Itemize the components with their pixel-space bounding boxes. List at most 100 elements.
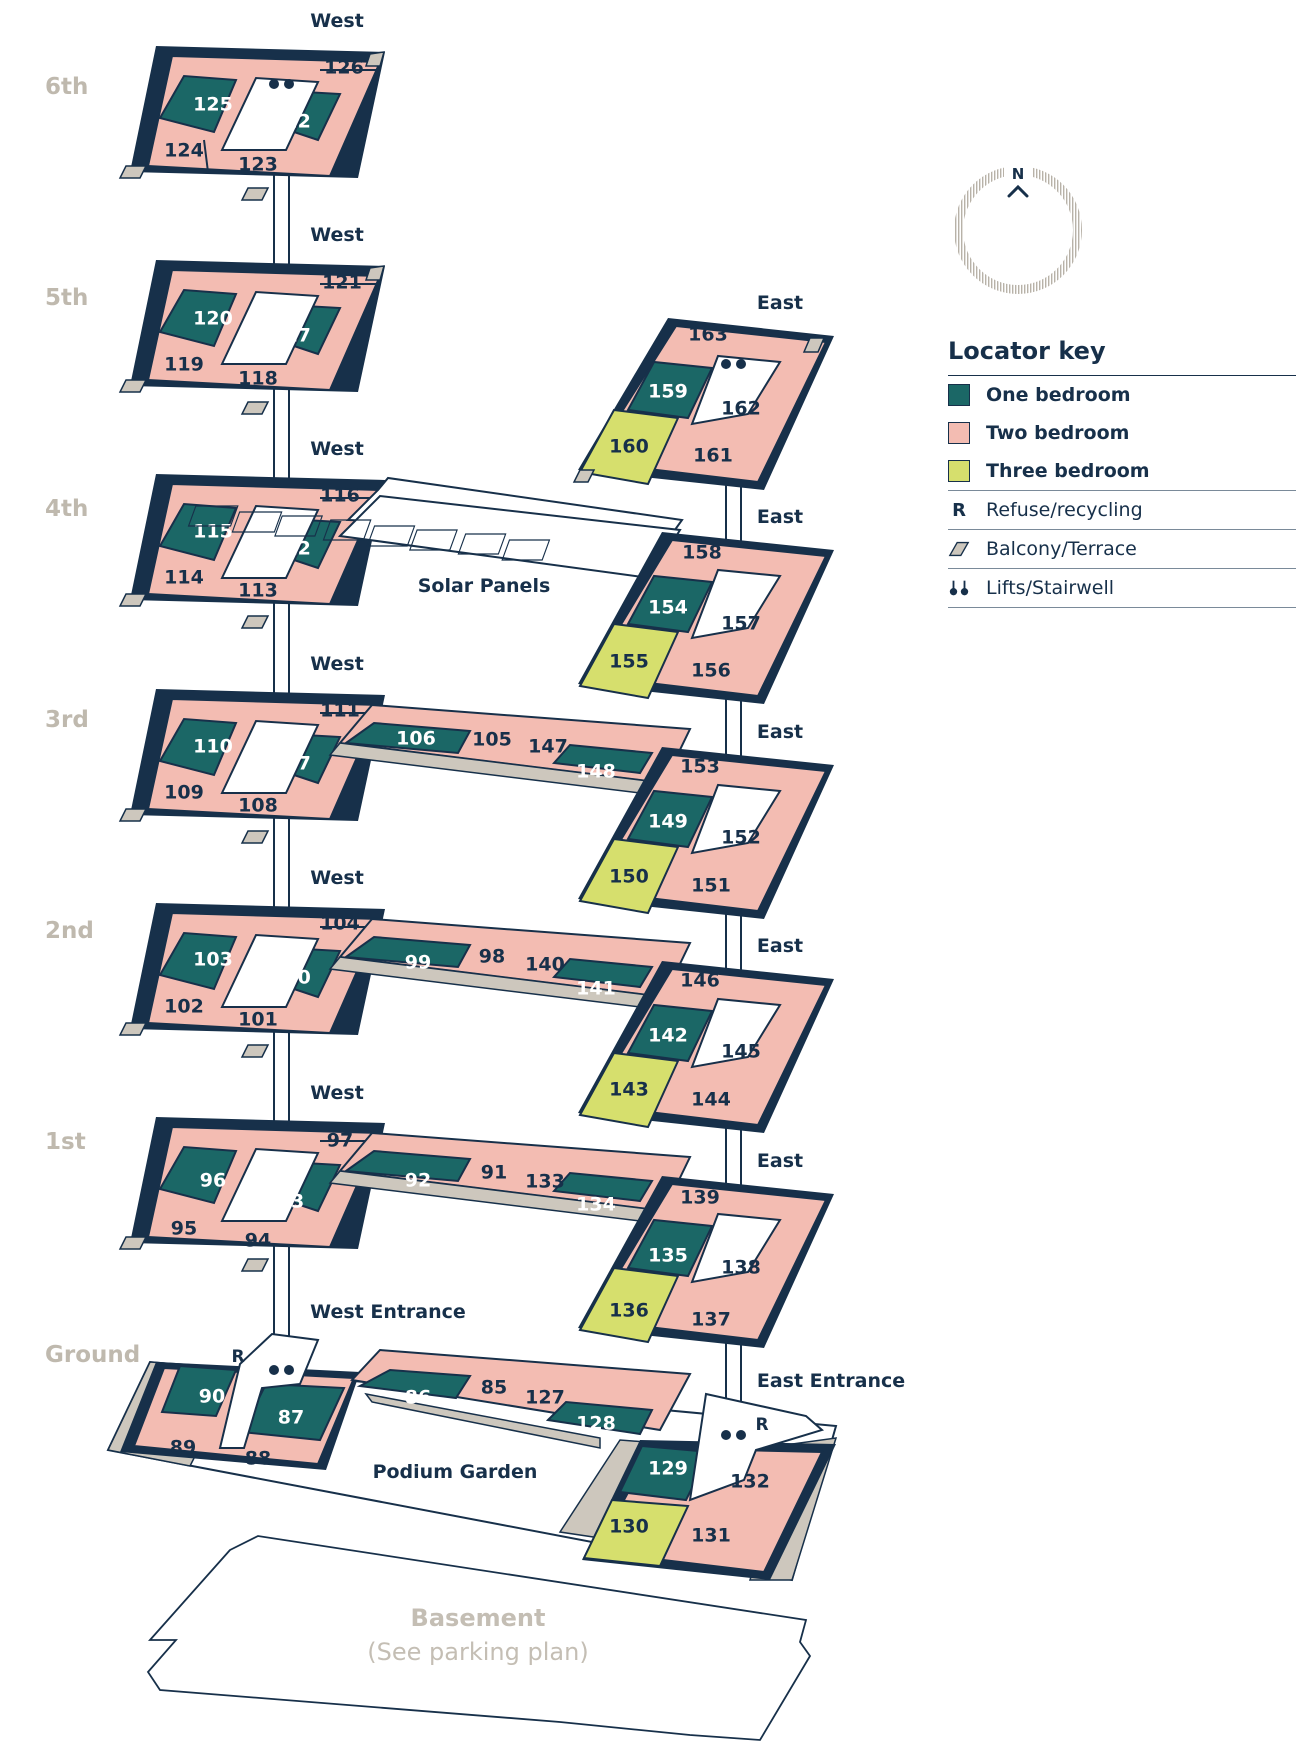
- floor-label-6th: 6th: [45, 74, 88, 100]
- unit-129: 129: [648, 1458, 688, 1480]
- unit-157: 157: [721, 613, 761, 635]
- unit-122: 122: [271, 111, 311, 133]
- podium-garden-label: Podium Garden: [373, 1461, 538, 1483]
- unit-96: 96: [200, 1170, 226, 1192]
- unit-160: 160: [609, 436, 649, 458]
- floor-2nd-east: 146 142 145 143 144: [578, 961, 834, 1133]
- unit-102: 102: [164, 996, 204, 1018]
- unit-116: 116: [320, 485, 360, 507]
- unit-147: 147: [528, 736, 568, 758]
- unit-108: 108: [238, 795, 278, 817]
- floor-1st-bridge: 92 91 133 134: [328, 1131, 692, 1224]
- unit-127: 127: [525, 1387, 565, 1409]
- legend-lifts-label: Lifts/Stairwell: [986, 577, 1114, 599]
- legend-title: Locator key: [948, 337, 1296, 376]
- floor-2nd-west: 103 104 100 102 101: [118, 903, 385, 1058]
- unit-104: 104: [320, 913, 360, 935]
- unit-155: 155: [609, 651, 649, 673]
- wing-label-east-1st: East: [757, 1150, 803, 1172]
- unit-126: 126: [324, 57, 364, 79]
- unit-123: 123: [238, 154, 278, 176]
- floor-3rd-bridge: 106 105 147 148: [328, 703, 692, 796]
- unit-111: 111: [320, 700, 360, 722]
- unit-121: 121: [322, 272, 362, 294]
- legend-lifts: Lifts/Stairwell: [948, 569, 1296, 608]
- wing-label-east-5th: East: [757, 292, 803, 314]
- unit-107: 107: [271, 753, 311, 775]
- unit-162: 162: [721, 398, 761, 420]
- unit-150: 150: [609, 866, 649, 888]
- floor-1st-east: 139 135 138 136 137: [578, 1176, 834, 1348]
- legend-refuse: R Refuse/recycling: [948, 491, 1296, 530]
- unit-95: 95: [171, 1218, 197, 1240]
- unit-128: 128: [576, 1413, 616, 1435]
- unit-133: 133: [525, 1171, 565, 1193]
- basement-note: (See parking plan): [367, 1638, 588, 1666]
- floor-3rd-east: 153 149 152 150 151: [578, 747, 834, 919]
- unit-87: 87: [278, 1407, 304, 1429]
- unit-101: 101: [238, 1009, 278, 1031]
- legend-one-bedroom: One bedroom: [948, 376, 1296, 414]
- unit-145: 145: [721, 1041, 761, 1063]
- balcony-icon: [948, 540, 970, 558]
- wing-label-west-1st: West: [310, 1082, 364, 1104]
- lifts-icon: [948, 578, 970, 598]
- unit-148: 148: [576, 761, 616, 783]
- unit-115: 115: [193, 521, 233, 543]
- floor-ground: R 90 87 89 88 86 85 127 128 R 129 132 13…: [106, 1332, 838, 1582]
- solar-panels-deck: Solar Panels: [187, 476, 684, 597]
- unit-142: 142: [648, 1025, 688, 1047]
- floor-3rd-west: 110 111 107 109 108: [118, 689, 385, 844]
- floor-label-3rd: 3rd: [45, 707, 89, 733]
- unit-103: 103: [193, 949, 233, 971]
- unit-137: 137: [691, 1309, 731, 1331]
- wing-label-west-6th: West: [310, 10, 364, 32]
- compass-north-label: N: [1012, 165, 1025, 183]
- wing-label-west-5th: West: [310, 224, 364, 246]
- unit-97: 97: [327, 1130, 353, 1152]
- unit-89: 89: [170, 1437, 196, 1459]
- unit-106: 106: [396, 728, 436, 750]
- unit-117: 117: [271, 325, 311, 347]
- north-arrow-icon: [1007, 184, 1029, 198]
- wing-label-west-entrance: West Entrance: [310, 1301, 466, 1323]
- unit-120: 120: [193, 308, 233, 330]
- wing-label-west-4th: West: [310, 438, 364, 460]
- basement-title: Basement: [411, 1604, 546, 1632]
- refuse-mark-west: R: [231, 1347, 244, 1367]
- unit-90: 90: [199, 1386, 225, 1408]
- wing-label-east-4th: East: [757, 506, 803, 528]
- unit-154: 154: [648, 597, 688, 619]
- floor-5th-east: 163 159 162 160 161: [572, 318, 834, 490]
- basement: Basement (See parking plan): [146, 1535, 812, 1741]
- unit-138: 138: [721, 1257, 761, 1279]
- floor-label-2nd: 2nd: [45, 918, 94, 944]
- floor-5th-west: 120 121 117 119 118: [118, 260, 386, 415]
- legend-balcony-label: Balcony/Terrace: [986, 538, 1137, 560]
- unit-131: 131: [691, 1525, 731, 1547]
- unit-144: 144: [691, 1089, 731, 1111]
- wing-label-west-3rd: West: [310, 653, 364, 675]
- locator-key: Locator key One bedroom Two bedroom Thre…: [948, 337, 1296, 608]
- wing-label-east-2nd: East: [757, 935, 803, 957]
- unit-134: 134: [576, 1194, 616, 1216]
- unit-110: 110: [193, 736, 233, 758]
- unit-109: 109: [164, 782, 204, 804]
- legend-three-bedroom: Three bedroom: [948, 452, 1296, 491]
- floor-label-4th: 4th: [45, 496, 88, 522]
- legend-three-bedroom-label: Three bedroom: [986, 460, 1150, 482]
- two-bedroom-swatch-icon: [948, 422, 970, 444]
- legend-balcony: Balcony/Terrace: [948, 530, 1296, 569]
- wing-label-west-2nd: West: [310, 867, 364, 889]
- unit-85: 85: [481, 1377, 507, 1399]
- unit-118: 118: [238, 368, 278, 390]
- legend-two-bedroom-label: Two bedroom: [986, 422, 1130, 444]
- unit-135: 135: [648, 1245, 688, 1267]
- unit-88: 88: [245, 1448, 271, 1470]
- floor-labels: 6th 5th 4th 3rd 2nd 1st Ground: [45, 74, 140, 1368]
- floor-label-5th: 5th: [45, 285, 88, 311]
- three-bedroom-swatch-icon: [948, 460, 970, 482]
- unit-159: 159: [648, 381, 688, 403]
- legend-two-bedroom: Two bedroom: [948, 414, 1296, 452]
